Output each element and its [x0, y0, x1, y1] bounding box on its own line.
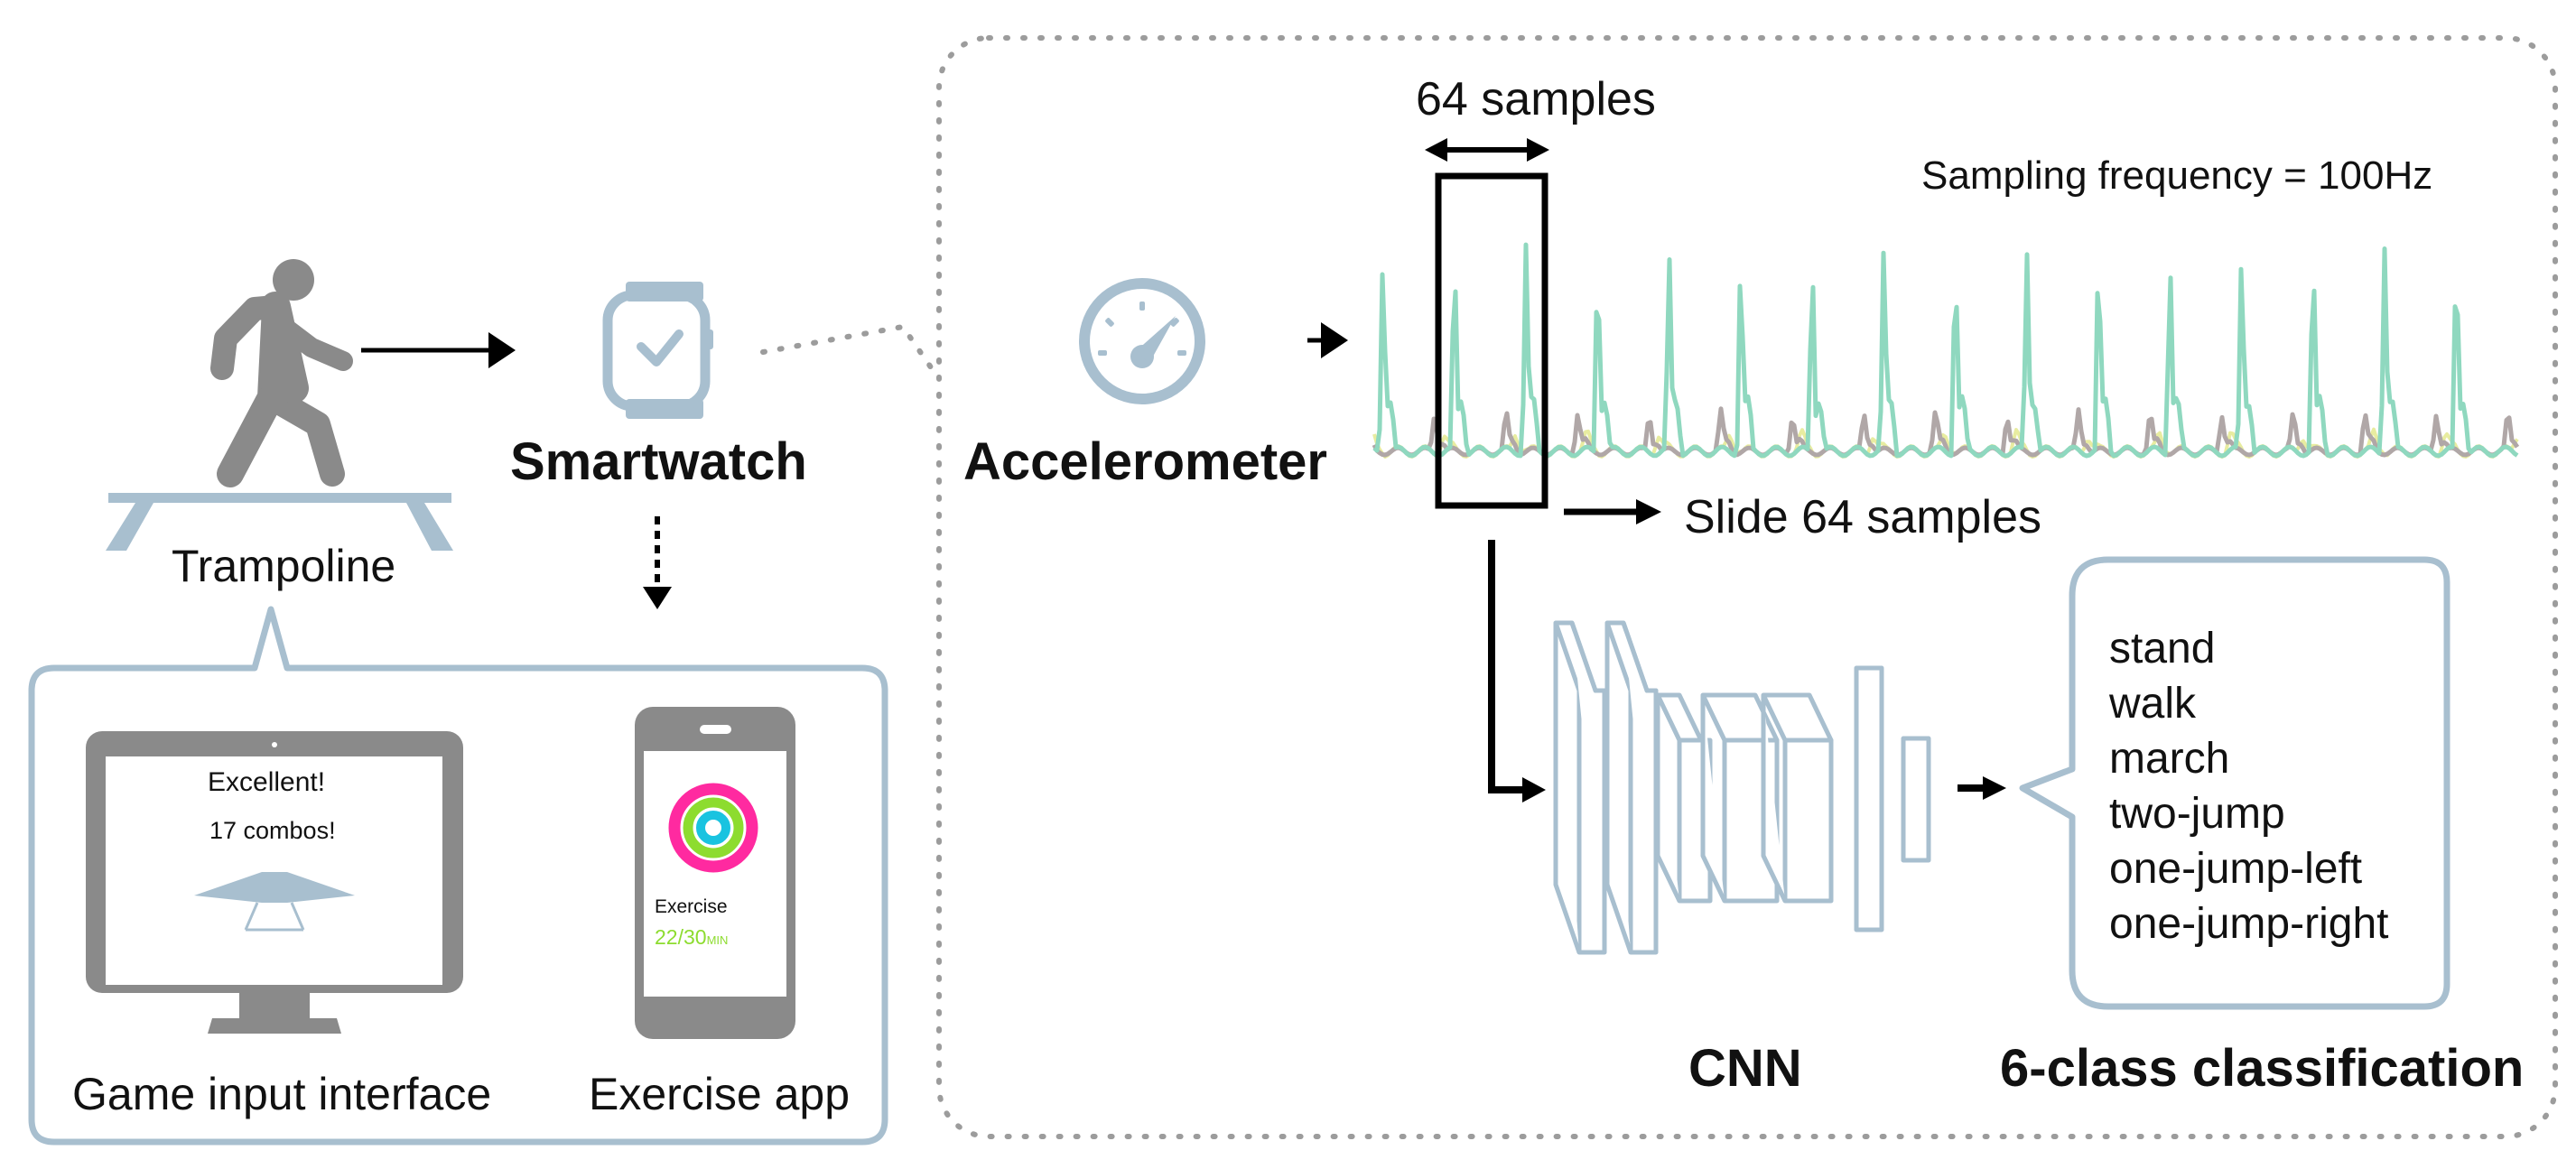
class-item: one-jump-right [2109, 900, 2389, 948]
signal-trace [1372, 242, 2519, 459]
class-list: stand walk march two-jump one-jump-left one-j… [2109, 621, 2388, 951]
screen-message: Excellent! [208, 767, 326, 797]
monitor-icon [86, 731, 463, 1034]
phone-exercise-number: 22/30 [655, 925, 707, 949]
signal-waveform [1372, 242, 2520, 459]
smartwatch-label: Smartwatch [510, 432, 807, 491]
walking-person-icon [210, 259, 353, 487]
phone-exercise-label: Exercise [655, 896, 728, 917]
class-item: walk [2109, 680, 2197, 728]
game-interface-label: Game input interface [72, 1069, 492, 1119]
window-to-cnn-arrow [1488, 540, 1526, 793]
class-item: two-jump [2109, 790, 2285, 838]
phone-exercise-unit: MIN [706, 933, 729, 947]
devices-container [28, 606, 888, 1146]
accelerometer-label: Accelerometer [963, 432, 1327, 491]
slide-label: Slide 64 samples [1684, 491, 2041, 543]
cnn-label: CNN [1688, 1039, 1802, 1098]
trampoline-icon [106, 493, 453, 551]
class-item: one-jump-left [2109, 845, 2363, 893]
screen-combo-count: 17 combos! [209, 817, 336, 844]
activity-rings-icon [668, 783, 758, 873]
accelerometer-gauge-icon [1079, 278, 1205, 404]
watch-connector-dotted [760, 323, 942, 382]
exercise-app-label: Exercise app [589, 1069, 851, 1119]
classification-label: 6-class classification [2000, 1039, 2525, 1098]
sample-window-box [1435, 172, 1548, 509]
phone-exercise-value: 22/30MIN [655, 925, 728, 950]
sampling-frequency-label: Sampling frequency = 100Hz [1921, 153, 2433, 198]
window-size-label: 64 samples [1416, 73, 1656, 125]
classes-callout-box [2019, 556, 2450, 1010]
class-item: stand [2109, 625, 2216, 673]
pipeline-region [936, 35, 2558, 1139]
class-item: march [2109, 735, 2230, 783]
cnn-architecture-icon [1553, 620, 1931, 955]
smartwatch-icon [602, 282, 713, 419]
trampoline-label: Trampoline [172, 541, 396, 591]
screen-trampoline-icon [194, 872, 355, 932]
phone-icon [635, 707, 795, 1039]
